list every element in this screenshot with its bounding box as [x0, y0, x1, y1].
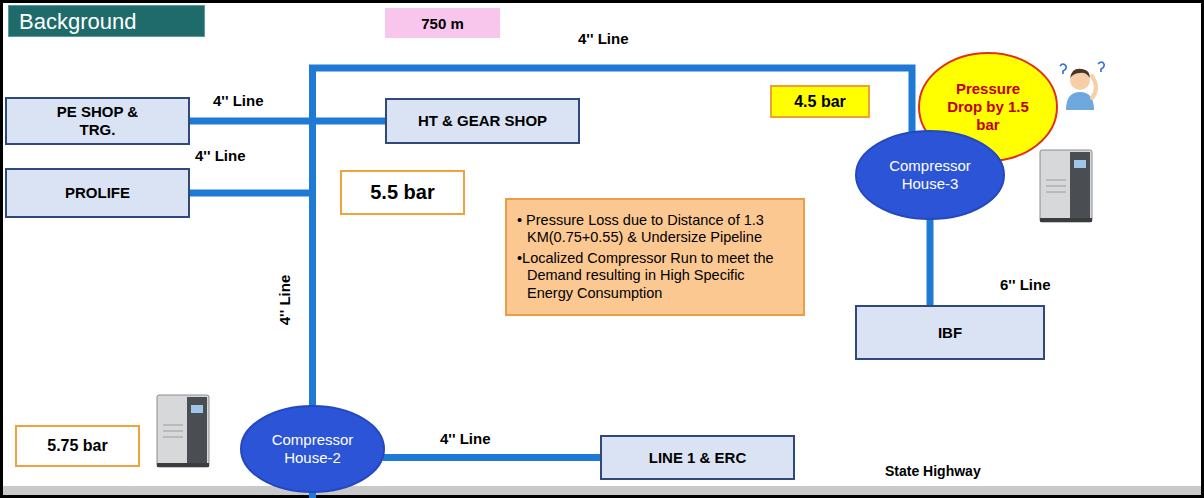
compressor-base	[1040, 218, 1092, 222]
icon-ground	[1056, 58, 1104, 110]
distance-box: 750 m	[385, 8, 500, 38]
question-mark-glyph	[1060, 64, 1066, 74]
pipeline	[190, 193, 313, 406]
compressor-screen	[191, 405, 203, 413]
line-size-label: 4'' Line	[440, 430, 490, 447]
compressor-panel	[187, 397, 207, 465]
pressure-value: 4.5 bar	[770, 85, 870, 118]
person-hand	[1092, 76, 1096, 98]
node-text: Compressor House-3	[878, 157, 983, 193]
shop-box: HT & GEAR SHOP	[385, 98, 580, 144]
compressor-vent	[1046, 180, 1066, 181]
compressor-vent	[163, 425, 183, 426]
node-text: PROLIFE	[65, 184, 130, 202]
note-box: • Pressure Loss due to Distance of 1.3 K…	[505, 198, 805, 316]
road-label: State Highway	[885, 463, 981, 479]
pressure-value: 5.5 bar	[340, 170, 465, 215]
node-text: 4.5 bar	[794, 93, 846, 111]
compressor-body	[157, 395, 209, 467]
person-body	[1066, 92, 1094, 110]
node-text: Compressor House-2	[260, 431, 365, 467]
line-size-label: 4'' Line	[195, 147, 245, 164]
ellipse-shape	[856, 131, 1004, 219]
compressor-house: Compressor House-3	[855, 130, 1005, 220]
slide-title: Background	[8, 5, 205, 37]
compressor-body	[1040, 150, 1092, 222]
node-text: 5.5 bar	[370, 181, 434, 204]
compressor-vent	[1046, 186, 1066, 187]
ellipse-shape	[241, 406, 384, 492]
node-text: 5.75 bar	[47, 437, 107, 455]
line-size-label: 4'' Line	[276, 275, 293, 325]
node-text: HT & GEAR SHOP	[418, 112, 547, 130]
pipeline	[383, 454, 600, 461]
node-text: 750 m	[421, 15, 464, 32]
confused-person-icon	[1056, 58, 1104, 110]
question-mark-glyph	[1098, 62, 1104, 72]
node-text: • Pressure Loss due to Distance of 1.3 K…	[517, 212, 793, 247]
compressor-base	[157, 463, 209, 467]
shop-box: IBF	[855, 305, 1045, 360]
compressor-vent	[1046, 192, 1066, 193]
line-size-label: 4'' Line	[213, 92, 263, 109]
node-text: Pressure Drop by 1.5 bar	[947, 80, 1029, 134]
shop-box: PE SHOP & TRG.	[5, 97, 190, 145]
compressor-icon	[157, 395, 209, 467]
pipeline	[313, 68, 913, 406]
line-size-label: 4'' Line	[578, 30, 628, 47]
shop-box: PROLIFE	[5, 168, 190, 218]
pipeline	[927, 219, 934, 305]
compressor-panel	[1070, 152, 1090, 220]
pipeline	[190, 121, 313, 406]
compressor-vent	[163, 431, 183, 432]
line-size-label: 6'' Line	[1000, 276, 1050, 293]
shop-box: LINE 1 & ERC	[600, 435, 795, 480]
node-text: IBF	[938, 324, 962, 342]
node-text: LINE 1 & ERC	[649, 449, 747, 467]
compressor-icon	[1040, 150, 1092, 222]
compressor-vent	[163, 437, 183, 438]
node-text: •Localized Compressor Run to meet the De…	[517, 250, 793, 302]
compressor-screen	[1074, 160, 1086, 168]
person-hair	[1070, 69, 1090, 78]
compressor-house: Compressor House-2	[240, 405, 385, 493]
node-text: PE SHOP & TRG.	[43, 103, 153, 139]
pressure-value: 5.75 bar	[15, 425, 140, 467]
pipeline	[313, 121, 386, 406]
